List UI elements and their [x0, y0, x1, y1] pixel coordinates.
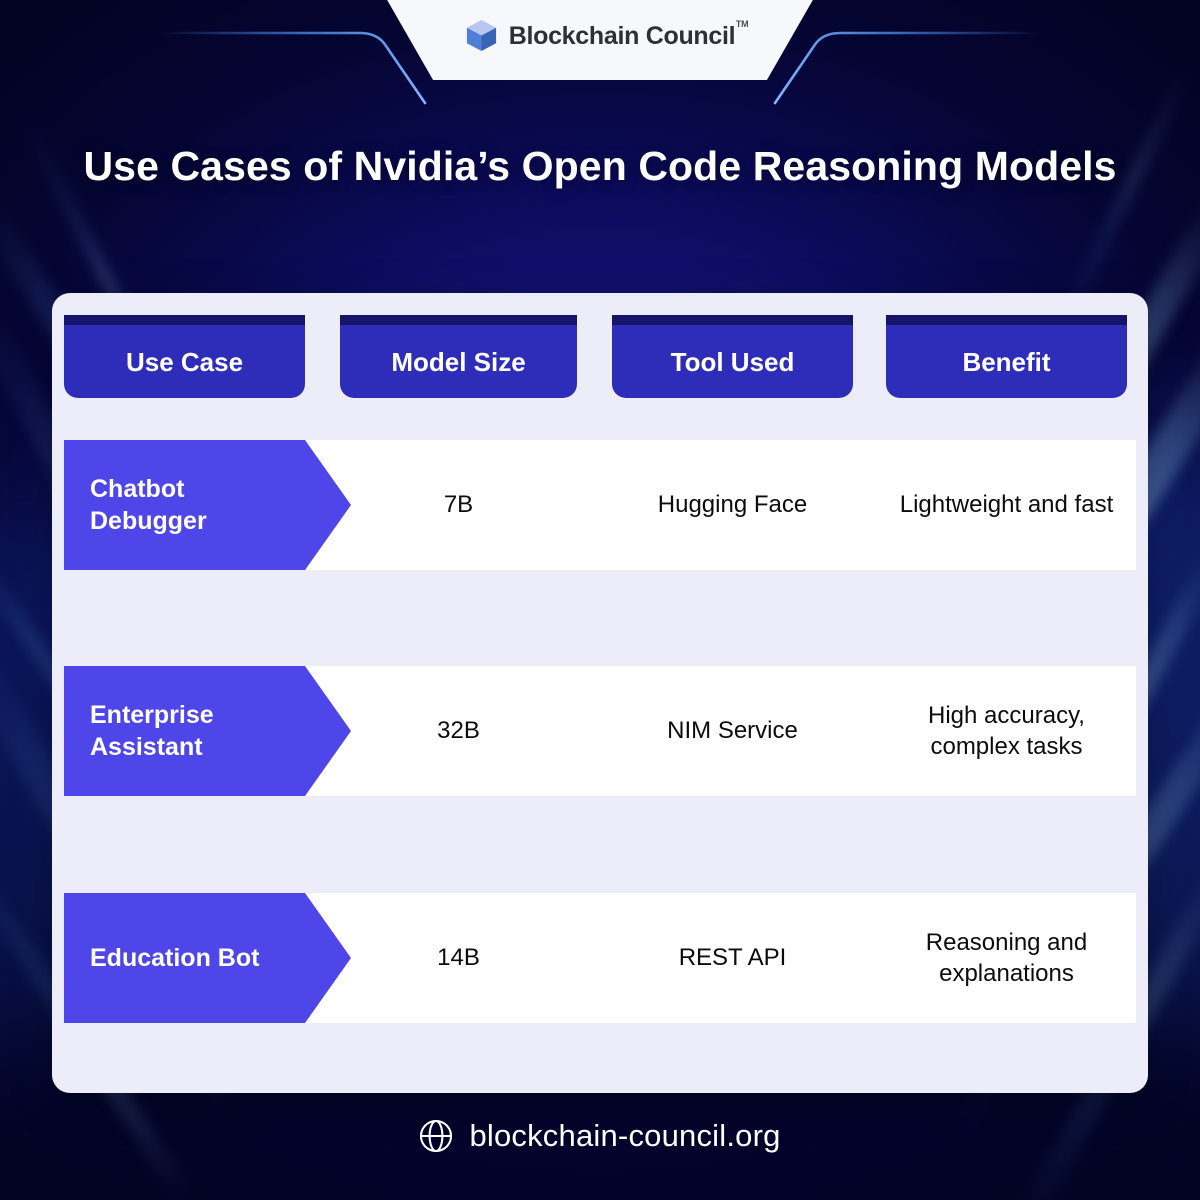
logo-lockup: Blockchain Council TM — [465, 19, 749, 53]
benefit-cell: Lightweight and fast — [899, 491, 1114, 519]
logo-banner: Blockchain Council TM — [386, 0, 814, 80]
use-case-label: Education Bot — [90, 944, 260, 972]
decorative-trace-line — [158, 31, 1042, 105]
tool-used-cell: REST API — [678, 944, 787, 972]
table-header-row: Use Case Model Size Tool Used Benefit — [52, 293, 1148, 423]
globe-icon — [420, 1119, 453, 1153]
footer: blockchain-council.org — [0, 1118, 1200, 1154]
column-header-use-case: Use Case — [64, 315, 305, 398]
trademark-mark: TM — [735, 18, 749, 29]
column-header-benefit: Benefit — [886, 315, 1127, 398]
benefit-cell: High accuracy, complex tasks — [928, 701, 1085, 760]
column-header-tool-used: Tool Used — [612, 315, 853, 398]
column-header-model-size: Model Size — [340, 315, 577, 398]
use-case-arrow: Chatbot Debugger — [64, 440, 305, 570]
benefit-cell: Reasoning and explanations — [925, 928, 1088, 987]
model-size-cell: 32B — [437, 717, 480, 745]
footer-url: blockchain-council.org — [469, 1118, 781, 1153]
table-panel: Use Case Model Size Tool Used Benefit Ch… — [52, 293, 1148, 1093]
table-row: Education Bot 14B REST API Reasoning and… — [64, 893, 1136, 1023]
table-row: Chatbot Debugger 7B Hugging Face Lightwe… — [64, 440, 1136, 570]
use-case-label: Enterprise Assistant — [90, 701, 214, 761]
table-row: Enterprise Assistant 32B NIM Service Hig… — [64, 666, 1136, 796]
model-size-cell: 14B — [437, 944, 480, 972]
use-case-arrow: Education Bot — [64, 893, 305, 1023]
cube-icon — [466, 19, 496, 52]
use-case-label: Chatbot Debugger — [90, 475, 207, 535]
logo-text: Blockchain Council — [508, 21, 736, 50]
logo-wordmark: Blockchain Council TM — [508, 19, 749, 51]
tool-used-cell: NIM Service — [667, 717, 798, 745]
page-title: Use Cases of Nvidia’s Open Code Reasonin… — [83, 143, 1117, 189]
tool-used-cell: Hugging Face — [657, 491, 808, 519]
use-case-arrow: Enterprise Assistant — [64, 666, 305, 796]
model-size-cell: 7B — [443, 491, 474, 519]
